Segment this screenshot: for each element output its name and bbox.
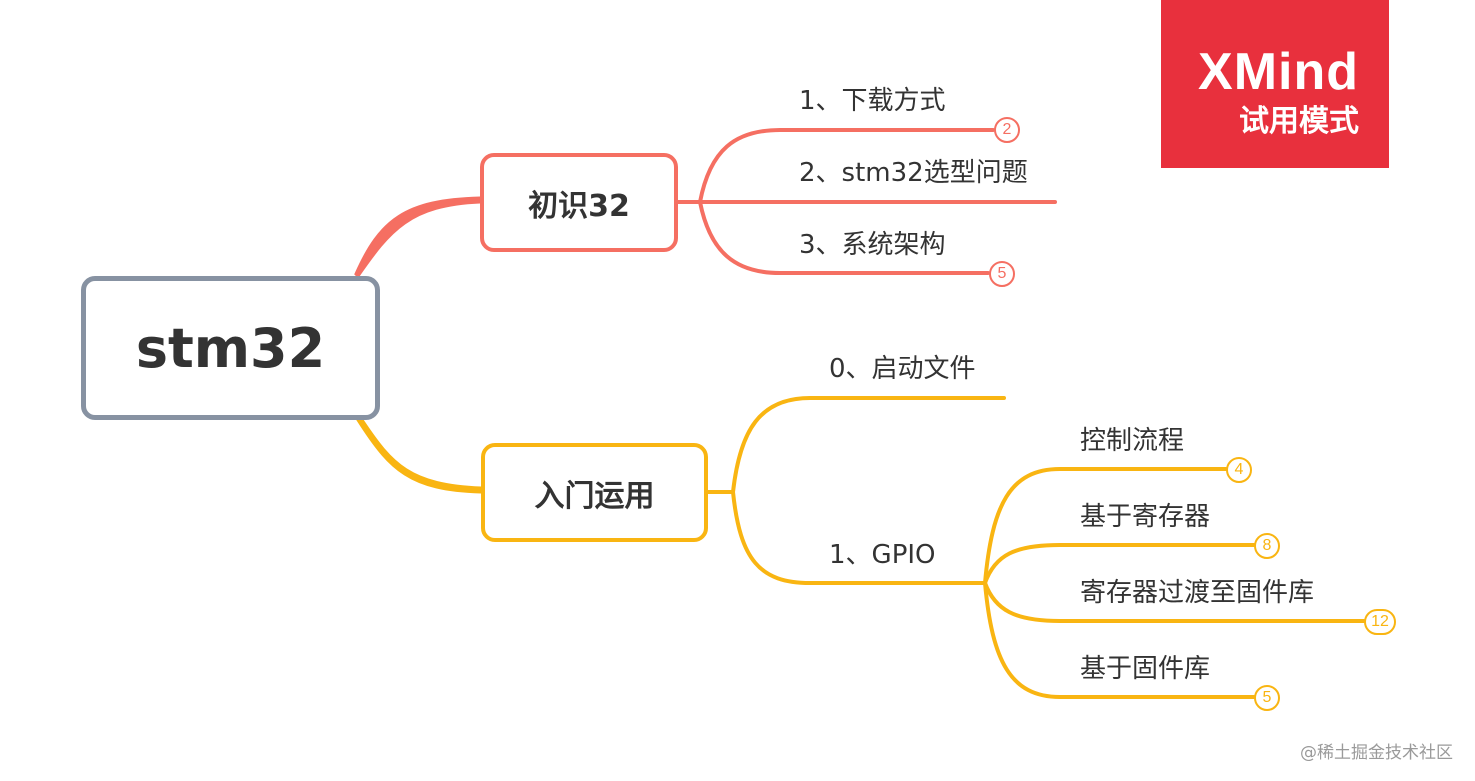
subtopic-system-architecture[interactable]: 3、系统架构 <box>799 230 946 260</box>
main-topic-usage[interactable]: 入门运用 <box>481 443 708 542</box>
badge-count: 8 <box>1262 537 1272 554</box>
collapsed-count-badge[interactable]: 12 <box>1364 609 1396 635</box>
badge-count: 5 <box>1262 689 1272 706</box>
subtopic-register-to-library[interactable]: 寄存器过渡至固件库 <box>1080 578 1314 608</box>
subtopic-download-method[interactable]: 1、下载方式 <box>799 86 946 116</box>
connector-b1-c1 <box>698 128 995 204</box>
subtopic-label: 0、启动文件 <box>829 354 976 384</box>
footer-credit: @稀土掘金技术社区 <box>1300 743 1453 763</box>
collapsed-count-badge[interactable]: 8 <box>1254 533 1280 559</box>
subtopic-label: 控制流程 <box>1080 426 1185 456</box>
main-topic-usage-label: 入门运用 <box>534 478 655 514</box>
subtopic-label: 1、GPIO <box>829 540 936 570</box>
connector-gpio-c2 <box>983 543 1256 585</box>
badge-count: 2 <box>1002 121 1012 138</box>
subtopic-label: 基于寄存器 <box>1080 502 1211 532</box>
collapsed-count-badge[interactable]: 5 <box>1254 685 1280 711</box>
connector-gpio-c1 <box>983 467 1228 585</box>
main-topic-intro[interactable]: 初识32 <box>480 153 678 252</box>
main-topic-intro-label: 初识32 <box>528 188 630 224</box>
subtopic-gpio[interactable]: 1、GPIO <box>829 540 936 570</box>
connector-root-b2 <box>355 418 483 494</box>
subtopic-label: 2、stm32选型问题 <box>799 158 1028 188</box>
subtopic-control-flow[interactable]: 控制流程 <box>1080 426 1184 456</box>
subtopic-label: 1、下载方式 <box>799 86 946 116</box>
connector-gpio-c4 <box>983 581 1256 699</box>
badge-count: 4 <box>1234 461 1244 478</box>
subtopic-startup-file[interactable]: 0、启动文件 <box>829 354 976 384</box>
connector-gpio-c3 <box>983 581 1366 623</box>
collapsed-count-badge[interactable]: 2 <box>994 117 1020 143</box>
connector-b2-c2 <box>731 490 987 585</box>
subtopic-label: 寄存器过渡至固件库 <box>1080 578 1315 608</box>
collapsed-count-badge[interactable]: 5 <box>989 261 1015 287</box>
subtopic-register-based[interactable]: 基于寄存器 <box>1080 502 1210 532</box>
watermark-brand: XMind <box>1198 43 1359 101</box>
root-topic-label: stm32 <box>135 316 326 380</box>
subtopic-label: 3、系统架构 <box>799 230 946 260</box>
connector-root-b1 <box>354 196 482 279</box>
badge-count: 12 <box>1371 613 1389 630</box>
subtopic-label: 基于固件库 <box>1080 654 1211 684</box>
connector-b2-c1 <box>731 396 1006 494</box>
connector-b1-c3 <box>698 200 990 275</box>
watermark-mode: 试用模式 <box>1239 104 1359 139</box>
collapsed-count-badge[interactable]: 4 <box>1226 457 1252 483</box>
badge-count: 5 <box>997 265 1007 282</box>
subtopic-library-based[interactable]: 基于固件库 <box>1080 654 1210 684</box>
root-topic[interactable]: stm32 <box>81 276 380 420</box>
trial-watermark: XMind 试用模式 <box>1161 0 1389 168</box>
subtopic-chip-selection[interactable]: 2、stm32选型问题 <box>799 158 1028 188</box>
